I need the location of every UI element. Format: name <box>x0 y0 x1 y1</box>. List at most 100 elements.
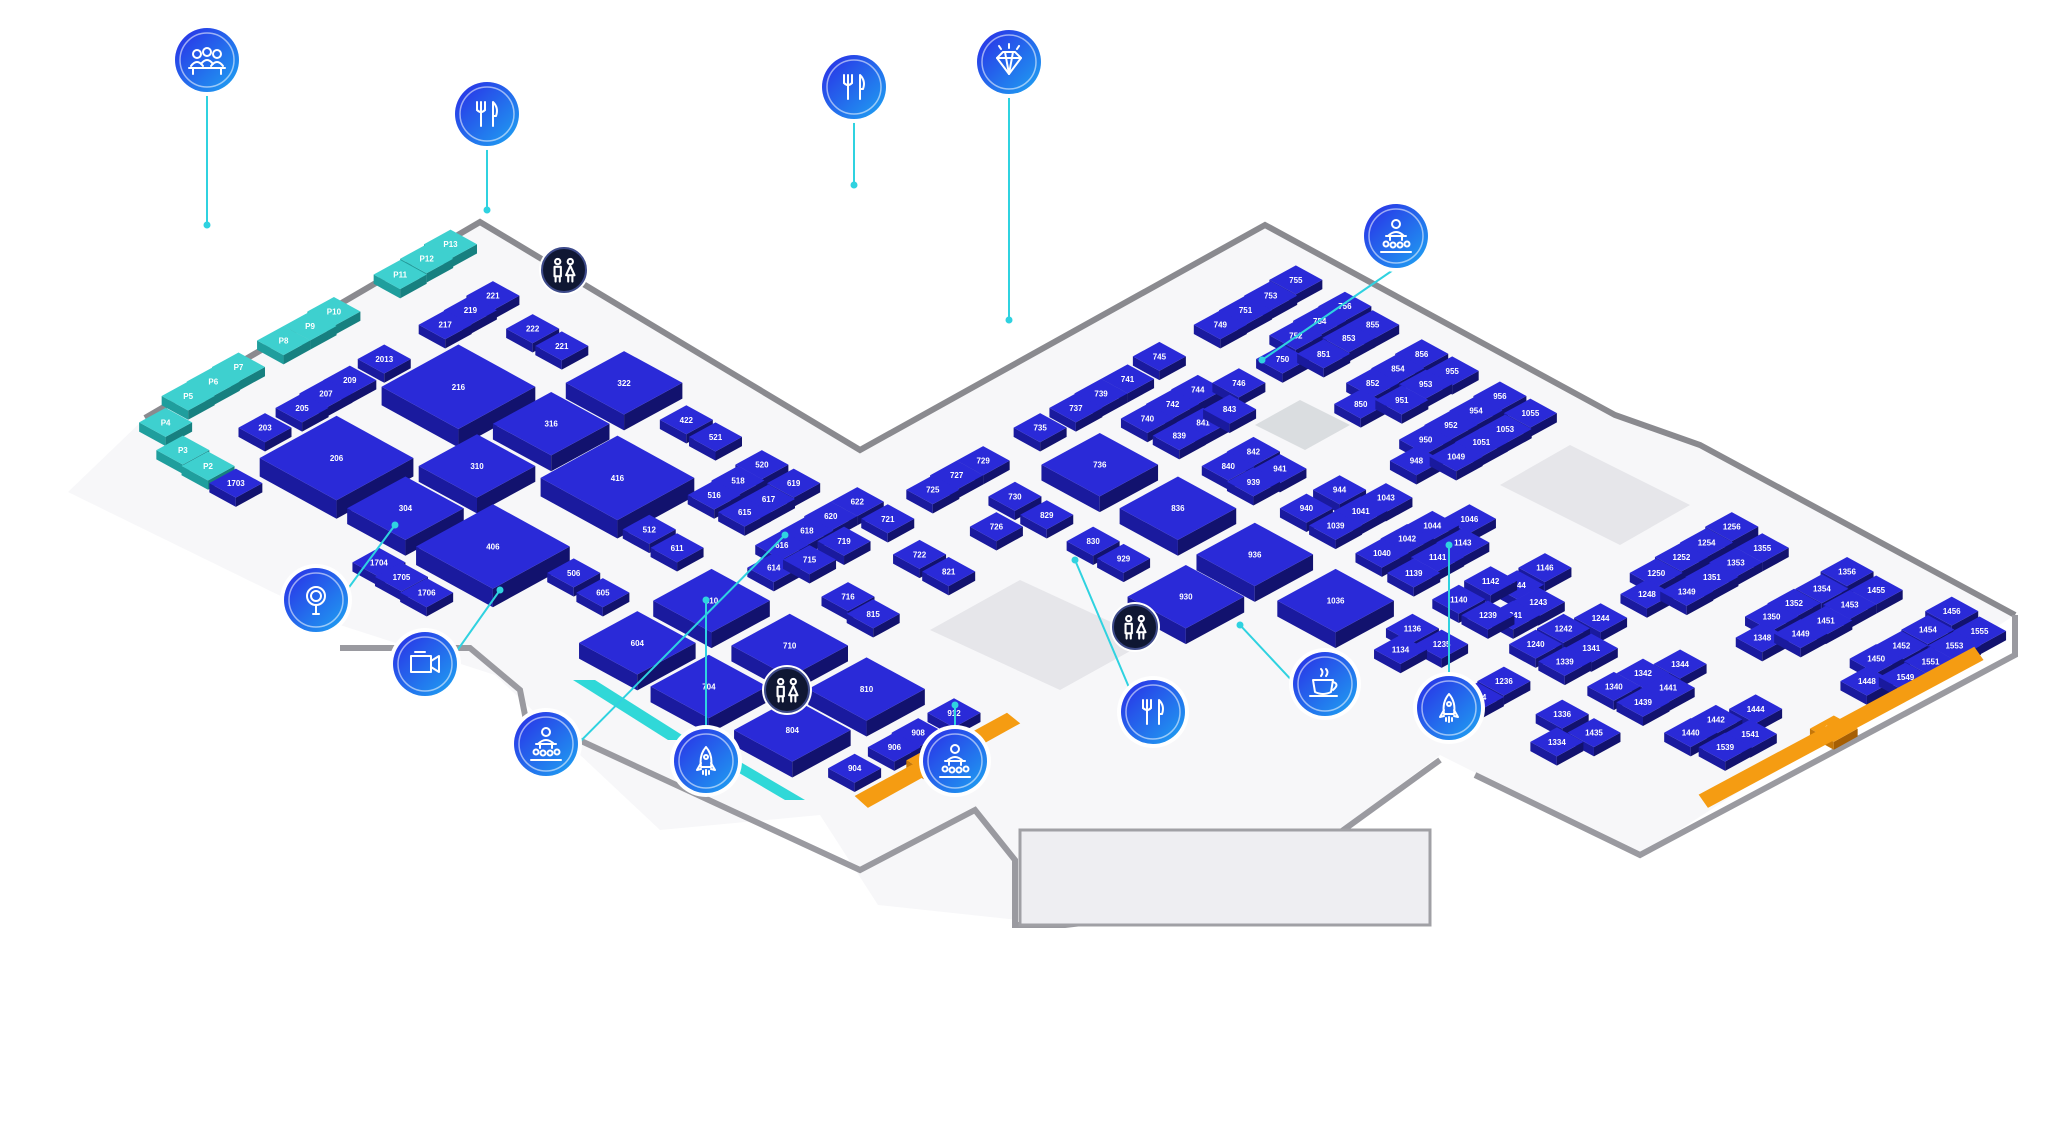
booth-top <box>1530 727 1584 757</box>
premium-booth[interactable]: P4 <box>139 407 193 447</box>
booth[interactable]: 704 <box>650 654 768 734</box>
booth[interactable]: 944 <box>1313 475 1367 514</box>
video-poi[interactable] <box>389 628 461 700</box>
meeting-room-poi[interactable] <box>171 24 243 96</box>
premium-booth[interactable]: P8 <box>257 326 311 365</box>
booth[interactable]: 804 <box>734 698 851 778</box>
booth[interactable]: 205 <box>275 393 329 432</box>
booth-top <box>506 314 560 344</box>
booth[interactable]: 904 <box>828 753 882 792</box>
booth[interactable]: 1239 <box>1461 600 1515 639</box>
booth[interactable]: 726 <box>969 512 1023 551</box>
booth[interactable]: 1539 <box>1698 732 1752 771</box>
booth[interactable]: 940 <box>1279 493 1333 532</box>
booth[interactable]: 741 <box>1101 364 1155 403</box>
booth[interactable]: 843 <box>1203 394 1257 433</box>
booth[interactable]: 1349 <box>1660 576 1714 616</box>
booth[interactable]: 216 <box>381 344 536 448</box>
food-bottom-poi[interactable] <box>1117 676 1189 748</box>
stage-center-poi[interactable] <box>510 708 582 780</box>
coffee-poi[interactable] <box>1289 648 1361 720</box>
startup-right-poi[interactable] <box>1413 672 1485 744</box>
booth[interactable]: 906 <box>867 732 921 771</box>
restroom-top-poi[interactable] <box>539 245 589 295</box>
booth[interactable]: 605 <box>576 578 630 617</box>
booth[interactable]: 735 <box>1013 413 1067 452</box>
booth[interactable]: 1334 <box>1530 727 1584 766</box>
booth[interactable]: 929 <box>1097 543 1151 583</box>
booth[interactable]: 836 <box>1119 476 1237 556</box>
booth[interactable]: 1449 <box>1774 619 1828 658</box>
booth[interactable]: 719 <box>817 526 871 565</box>
keynote-poi[interactable] <box>919 725 991 797</box>
booth[interactable]: 1140 <box>1432 584 1486 624</box>
booth[interactable]: 851 <box>1297 339 1351 378</box>
booth[interactable]: 1439 <box>1616 687 1670 726</box>
booth[interactable]: 611 <box>650 533 704 572</box>
booth[interactable]: 1139 <box>1387 558 1441 597</box>
booth[interactable]: 749 <box>1193 310 1247 349</box>
booth[interactable]: 406 <box>416 504 570 608</box>
booth[interactable]: 746 <box>1212 368 1266 407</box>
booth[interactable]: 310 <box>418 434 536 514</box>
booth[interactable]: 1049 <box>1429 442 1483 481</box>
booth[interactable]: 1703 <box>209 468 263 507</box>
booth-side-right <box>956 475 984 499</box>
stage-right-poi[interactable] <box>1360 200 1432 272</box>
booth[interactable]: 316 <box>492 392 610 472</box>
booth[interactable]: 1039 <box>1309 510 1363 550</box>
booth[interactable]: 815 <box>846 599 900 638</box>
booth[interactable]: 721 <box>861 504 915 543</box>
booth[interactable]: 1248 <box>1620 579 1674 618</box>
booth[interactable]: 951 <box>1375 385 1429 424</box>
booth[interactable]: 1348 <box>1735 623 1789 662</box>
booth[interactable]: 610 <box>653 568 770 649</box>
leader-dot <box>702 596 710 604</box>
booth-side-left <box>1309 525 1336 550</box>
podcast-poi[interactable] <box>280 564 352 636</box>
booth[interactable]: 939 <box>1226 467 1280 506</box>
booth-number: 1356 <box>1838 568 1856 577</box>
booth[interactable]: 829 <box>1020 500 1074 539</box>
booth-side-left <box>400 592 427 617</box>
booth[interactable]: 322 <box>565 351 683 431</box>
food-center-poi[interactable] <box>818 51 890 123</box>
restroom-right-poi[interactable] <box>1110 602 1160 652</box>
booth[interactable]: 745 <box>1132 341 1186 381</box>
booth[interactable]: 203 <box>238 413 292 452</box>
premium-booth[interactable]: P11 <box>373 260 427 299</box>
booth[interactable]: 839 <box>1152 421 1206 460</box>
booth[interactable]: 221 <box>535 331 589 370</box>
premium-booth[interactable]: P5 <box>161 381 215 420</box>
booth[interactable]: 2013 <box>357 344 411 383</box>
booth[interactable]: 821 <box>922 557 976 596</box>
booth[interactable]: 217 <box>418 310 472 349</box>
food-left-poi[interactable] <box>451 78 523 150</box>
booth[interactable]: 304 <box>347 476 464 556</box>
booth-side-left <box>1429 456 1457 481</box>
booth[interactable]: 830 <box>1066 526 1120 565</box>
booth-side-right <box>445 324 472 349</box>
booth[interactable]: 1240 <box>1509 629 1563 668</box>
booth[interactable]: 715 <box>783 545 837 584</box>
booth[interactable]: 1435 <box>1567 718 1621 757</box>
startup-left-poi[interactable] <box>670 725 742 797</box>
booth[interactable]: 810 <box>808 657 925 737</box>
booth[interactable]: 521 <box>689 422 742 461</box>
booth[interactable]: 1336 <box>1535 699 1589 738</box>
booth[interactable]: 936 <box>1196 522 1314 602</box>
vip-poi[interactable] <box>973 26 1045 98</box>
booth[interactable]: 1142 <box>1464 566 1518 605</box>
booth[interactable]: 737 <box>1049 393 1103 432</box>
booth[interactable]: 604 <box>579 611 696 691</box>
booth[interactable]: 1036 <box>1277 568 1394 649</box>
booth[interactable]: 1339 <box>1538 646 1592 686</box>
booth[interactable]: 615 <box>718 497 772 536</box>
booth[interactable]: 736 <box>1041 432 1159 513</box>
booth[interactable]: 1134 <box>1374 634 1428 674</box>
restroom-bottom-poi[interactable] <box>762 665 812 715</box>
booth-top <box>1399 425 1453 455</box>
booth[interactable]: 1706 <box>400 578 454 617</box>
booth[interactable]: 725 <box>906 475 960 514</box>
booth[interactable]: 1040 <box>1355 538 1409 577</box>
